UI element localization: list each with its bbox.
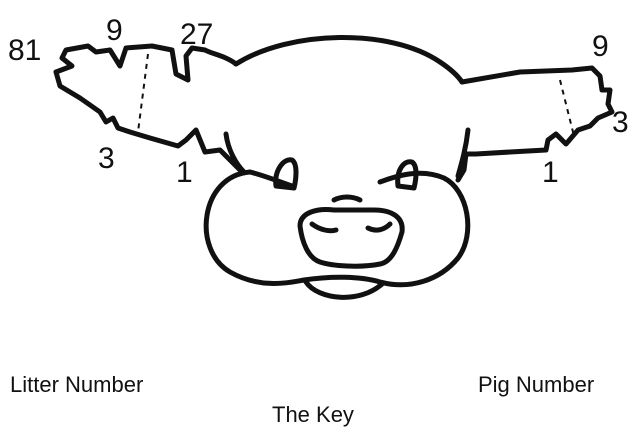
notch-label-27: 27 — [180, 18, 213, 51]
forehead-line — [247, 169, 295, 189]
left-ear-divider — [137, 53, 149, 133]
nose — [297, 207, 405, 269]
nose-nostril-left — [309, 221, 339, 234]
caption-pig-number: Pig Number — [478, 372, 595, 397]
right-ear-divider — [559, 79, 575, 137]
caption-litter-number: Litter Number — [10, 372, 144, 397]
snout-outline — [203, 169, 471, 288]
head-outline — [233, 35, 465, 85]
left-ear — [53, 43, 245, 175]
notch-label-81: 81 — [8, 34, 41, 67]
notch-label-3-left: 3 — [98, 142, 115, 175]
eye-right — [395, 159, 419, 191]
notch-label-9-left: 9 — [106, 14, 123, 47]
notch-label-3-right: 3 — [612, 106, 629, 139]
nose-nostril-right — [365, 221, 393, 233]
caption-the-key: The Key — [272, 402, 354, 427]
eye-left — [273, 157, 299, 191]
brow-mark — [331, 194, 363, 203]
notch-label-1-right: 1 — [542, 156, 559, 189]
chin — [303, 279, 385, 300]
notch-label-1-left: 1 — [176, 156, 193, 189]
notch-label-9-right: 9 — [592, 30, 609, 63]
cheek-left — [223, 131, 247, 175]
right-ear — [455, 65, 615, 183]
cheek-right — [455, 127, 471, 179]
